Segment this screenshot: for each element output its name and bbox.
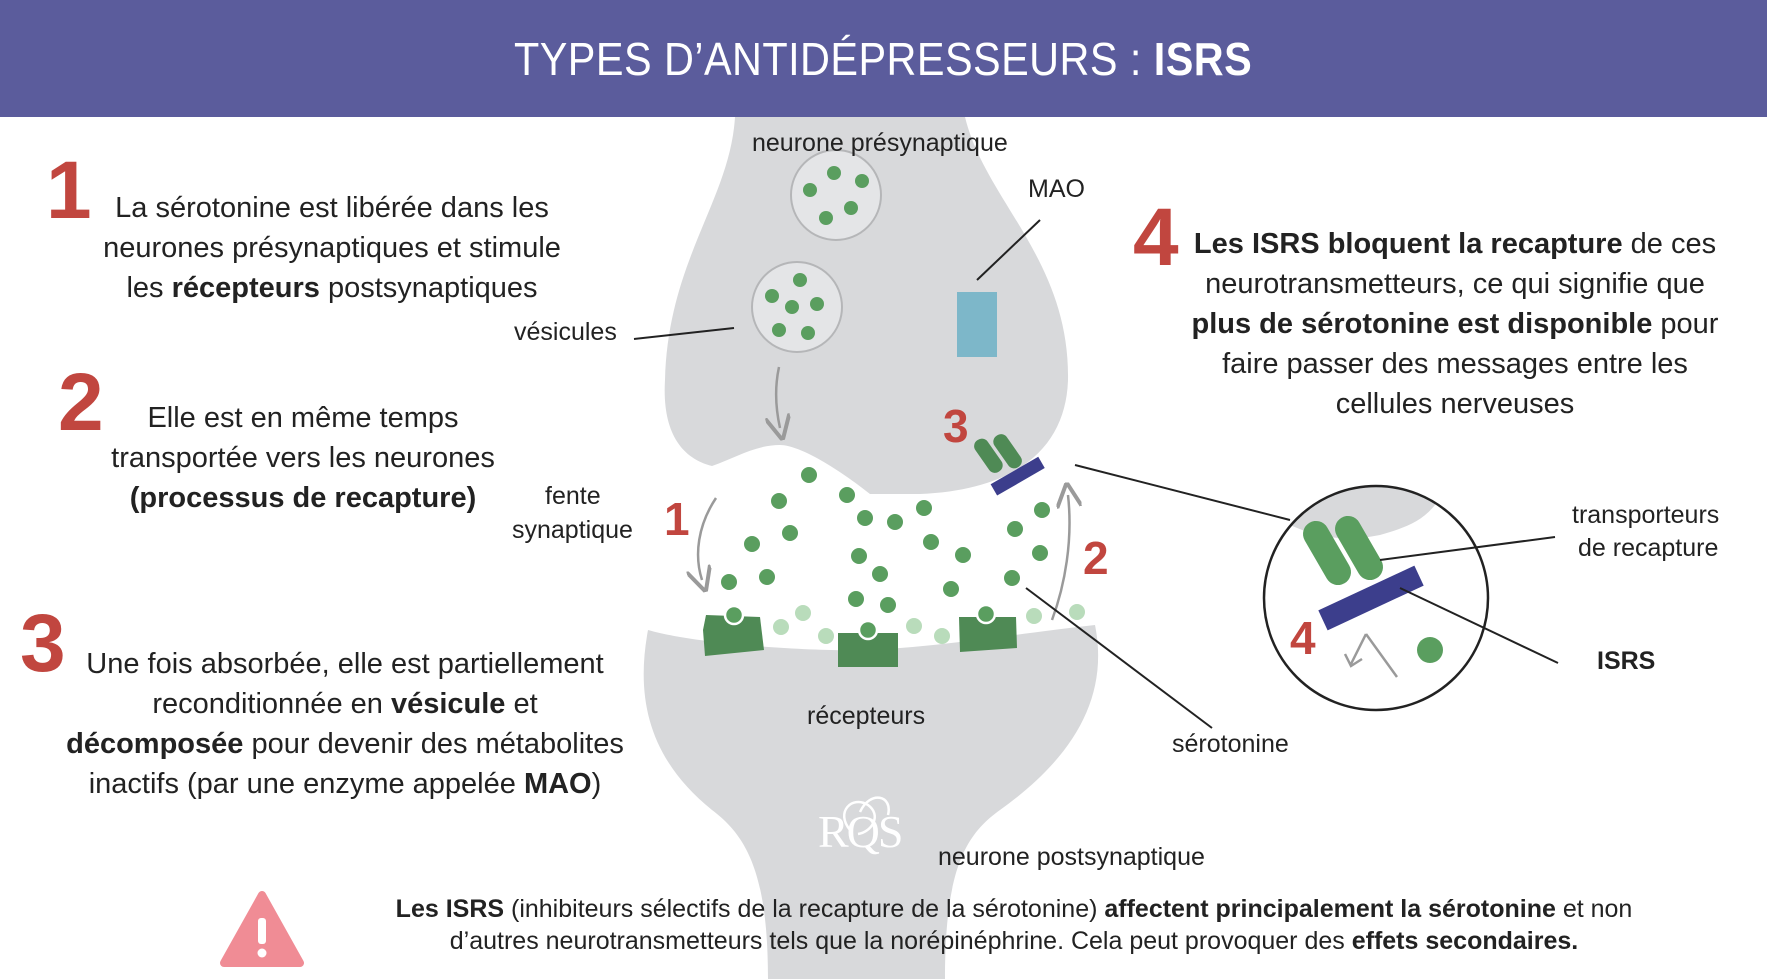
cleft-label-line1: fente (545, 482, 601, 510)
receptors-label: récepteurs (807, 702, 926, 730)
arrow-number-3: 3 (943, 400, 969, 452)
rqs-logo: RQS (818, 806, 903, 857)
vesicles-label: vésicules (514, 318, 617, 346)
serotonin-cleft (721, 467, 1050, 613)
isrs-label: ISRS (1597, 647, 1656, 675)
warning-text: Les ISRS (inhibiteurs sélectifs de la re… (314, 893, 1714, 957)
serotonin-pointer (1025, 587, 1213, 729)
step-4-text: Les ISRS bloquent la recapture de ces ne… (1190, 224, 1720, 424)
warning-parts_line1-part-2: affectent principalement la sérotonine (1104, 895, 1556, 923)
mao-pointer (976, 219, 1041, 281)
step-3-part-5: MAO (523, 768, 592, 800)
presynaptic-label: neurone présynaptique (752, 129, 1008, 157)
step-3-number: 3 (20, 598, 66, 689)
mao-enzyme (957, 292, 997, 357)
vesicles-pointer (633, 327, 735, 340)
header-banner: TYPES D’ANTIDÉPRESSEURS : ISRS (0, 0, 1767, 117)
step-2-part-1: (processus de recapture) (129, 482, 477, 514)
step-3-part-1: vésicule (390, 688, 506, 720)
cleft-label-line2: synaptique (512, 516, 633, 544)
step-2-number: 2 (58, 357, 104, 448)
rqs-logo-mark (843, 796, 890, 836)
presynaptic-neuron-shape (664, 117, 1069, 494)
postsynaptic-neuron-shape (643, 625, 1099, 979)
arrow-1 (698, 497, 718, 580)
vesicle-lower (751, 261, 843, 353)
title-bold: ISRS (1154, 32, 1253, 85)
warning-parts_line2-part-1: effets secondaires. (1351, 927, 1579, 955)
arrow-number-1: 1 (664, 493, 690, 545)
step-1-part-0: La sérotonine est libérée dans les neuro… (103, 192, 561, 304)
zoom-circle (1262, 484, 1490, 712)
transporters-pointer (1379, 536, 1556, 561)
step-2-part-0: Elle est en même temps transportée vers … (111, 402, 495, 474)
warning-line-1: Les ISRS (inhibiteurs sélectifs de la re… (314, 893, 1714, 925)
zoom-pointer (1074, 464, 1291, 521)
step-4-part-0: Les ISRS bloquent la recapture (1193, 228, 1623, 260)
step-3-part-6: ) (591, 768, 602, 800)
warning-icon (220, 891, 304, 967)
step-3-part-0: Une fois absorbée, elle est partiellemen… (86, 648, 604, 720)
step-3-text: Une fois absorbée, elle est partiellemen… (60, 644, 630, 804)
step-1-number: 1 (46, 145, 92, 236)
postsynaptic-label: neurone postsynaptique (938, 843, 1205, 871)
reuptake-transporter (974, 434, 1045, 496)
step-4-part-2: plus de sérotonine est disponible (1191, 308, 1653, 340)
step-3-part-4: pour devenir des métabolites inactifs (p… (88, 728, 624, 800)
step-1-part-1: récepteurs (171, 272, 320, 304)
page-title: TYPES D’ANTIDÉPRESSEURS : ISRS (514, 32, 1252, 86)
warning-parts_line1-part-1: (inhibiteurs sélectifs de la recapture d… (504, 895, 1105, 923)
warning-parts_line2-part-0: d’autres neurotransmetteurs tels que la … (449, 927, 1352, 955)
mao-label: MAO (1028, 175, 1085, 203)
release-arrow (776, 366, 780, 428)
receptor-right (959, 603, 1017, 652)
arrow-number-2: 2 (1083, 532, 1109, 584)
warning-parts_line1-part-3: et non (1555, 895, 1633, 923)
step-4-part-1: de ces neurotransmetteurs, ce qui signif… (1205, 228, 1717, 300)
step-3-part-2: et (505, 688, 538, 720)
warning-parts_line1-part-0: Les ISRS (395, 895, 505, 923)
zoom-number-4: 4 (1290, 612, 1316, 664)
transporters-label-line1: transporteurs (1572, 501, 1720, 529)
step-4-part-3: pour faire passer des messages entre les… (1222, 308, 1719, 420)
receptor-left (703, 604, 764, 656)
serotonin-faded (773, 604, 1085, 644)
step-3-part-3: décomposée (66, 728, 244, 760)
title-prefix: TYPES D’ANTIDÉPRESSEURS : (514, 32, 1155, 85)
step-2-text: Elle est en même temps transportée vers … (98, 398, 508, 518)
step-1-text: La sérotonine est libérée dans les neuro… (92, 188, 572, 308)
isrs-pointer (1399, 587, 1559, 664)
serotonin-label: sérotonine (1172, 730, 1289, 758)
arrow-2 (1050, 495, 1070, 621)
warning-line-2: d’autres neurotransmetteurs tels que la … (314, 925, 1714, 957)
transporters-label-line2: de recapture (1578, 534, 1719, 562)
receptor-middle (838, 619, 898, 667)
step-1-part-2: postsynaptiques (319, 272, 538, 304)
step-4-number: 4 (1133, 192, 1179, 283)
vesicle-top (790, 149, 882, 241)
